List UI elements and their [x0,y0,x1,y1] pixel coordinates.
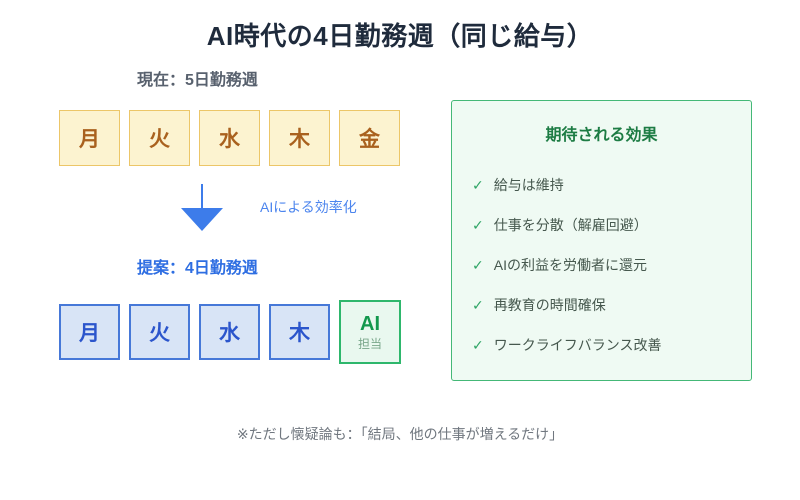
effects-list-item: ✓ AIの利益を労働者に還元 [472,245,751,285]
effects-list-item: ✓ 給与は維持 [472,165,751,205]
effects-item-label: 仕事を分散（解雇回避） [493,217,648,233]
page-title: AI時代の4日勤務週（同じ給与） [206,21,594,51]
proposal-day-box-mon: 月 [59,304,120,360]
down-arrow-icon [180,184,224,232]
transition-label: AIによる効率化 [260,199,357,215]
proposal-day-box-tue: 火 [129,304,190,360]
proposal-week-label: 提案：4日勤務週 [137,260,258,277]
effects-list-item: ✓ ワークライフバランス改善 [472,325,751,365]
check-icon: ✓ [472,256,484,273]
ai-day-box: AI 担当 [339,300,401,364]
current-week-row: 月 火 水 木 金 [59,110,400,166]
proposal-day-box-wed: 水 [199,304,260,360]
check-icon: ✓ [472,176,484,193]
effects-list-item: ✓ 再教育の時間確保 [472,285,751,325]
current-day-box-fri: 金 [339,110,400,166]
effects-list: ✓ 給与は維持 ✓ 仕事を分散（解雇回避） ✓ AIの利益を労働者に還元 ✓ 再… [452,165,751,365]
proposal-week-row: 月 火 水 木 AI 担当 [59,300,401,364]
check-icon: ✓ [472,336,484,353]
current-day-box-thu: 木 [269,110,330,166]
proposal-day-box-thu: 木 [269,304,330,360]
current-day-box-tue: 火 [129,110,190,166]
effects-item-label: 再教育の時間確保 [493,297,606,313]
ai-box-subtitle: 担当 [357,337,382,351]
effects-list-item: ✓ 仕事を分散（解雇回避） [472,205,751,245]
check-icon: ✓ [472,216,484,233]
effects-panel-title: 期待される効果 [545,127,658,144]
current-day-box-wed: 水 [199,110,260,166]
effects-item-label: ワークライフバランス改善 [493,337,662,353]
check-icon: ✓ [472,296,484,313]
ai-box-title: AI [360,313,380,335]
expected-effects-panel: 期待される効果 ✓ 給与は維持 ✓ 仕事を分散（解雇回避） ✓ AIの利益を労働… [451,100,752,381]
skepticism-footnote: ※ただし懐疑論も：「結局、他の仕事が増えるだけ」 [236,426,564,442]
effects-item-label: AIの利益を労働者に還元 [493,257,647,273]
effects-item-label: 給与は維持 [493,177,564,193]
current-week-label: 現在：5日勤務週 [137,72,258,89]
current-day-box-mon: 月 [59,110,120,166]
